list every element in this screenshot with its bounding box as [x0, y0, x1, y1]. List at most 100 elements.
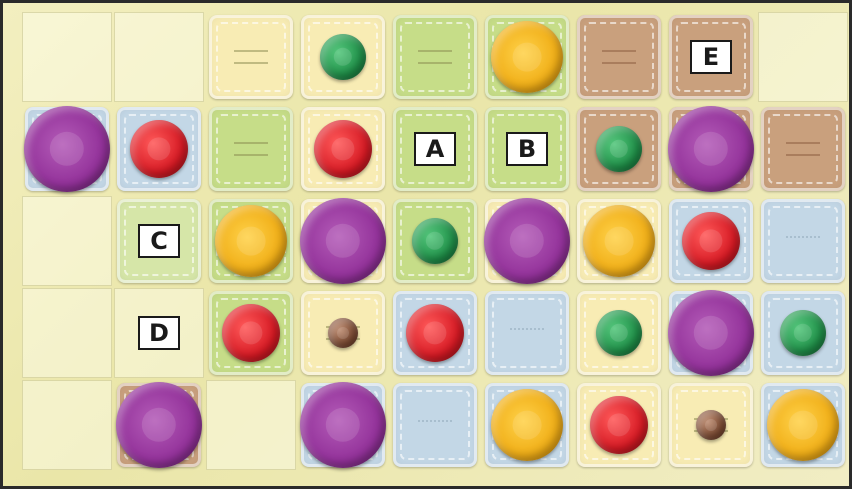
board-cell[interactable] [297, 195, 389, 287]
board-cell[interactable]: C [113, 195, 205, 287]
purple-token[interactable] [116, 382, 202, 468]
board-cell[interactable] [205, 103, 297, 195]
board-cell[interactable] [665, 379, 757, 471]
board-cell[interactable] [757, 11, 849, 103]
board-cell[interactable] [757, 103, 849, 195]
board-cell[interactable] [113, 11, 205, 103]
board-cell[interactable] [573, 195, 665, 287]
board-cell[interactable] [481, 379, 573, 471]
board-cell[interactable] [757, 287, 849, 379]
blue-tile [485, 291, 569, 375]
board-row: E [21, 11, 852, 103]
board-cell[interactable] [21, 287, 113, 379]
board-cell[interactable] [389, 195, 481, 287]
board-cell[interactable] [481, 11, 573, 103]
blue-tile [393, 383, 477, 467]
green-token[interactable] [596, 310, 642, 356]
brown-token[interactable] [328, 318, 358, 348]
brown-tile [577, 15, 661, 99]
position-label: B [506, 132, 548, 166]
tile-pattern-icon [418, 50, 452, 64]
board-cell[interactable] [297, 287, 389, 379]
position-label: A [414, 132, 456, 166]
tile-pattern-icon [602, 50, 636, 64]
purple-token[interactable] [300, 198, 386, 284]
yellow-token[interactable] [583, 205, 655, 277]
board-row: C [21, 195, 852, 287]
board-cell[interactable] [573, 379, 665, 471]
empty-space [114, 12, 204, 102]
red-token[interactable] [590, 396, 648, 454]
red-token[interactable] [682, 212, 740, 270]
empty-space [22, 380, 112, 470]
empty-space [22, 196, 112, 286]
board-cell[interactable]: B [481, 103, 573, 195]
red-token[interactable] [130, 120, 188, 178]
purple-token[interactable] [484, 198, 570, 284]
red-token[interactable] [406, 304, 464, 362]
board-cell[interactable] [481, 287, 573, 379]
tile-pattern-icon [510, 328, 544, 338]
purple-token[interactable] [668, 290, 754, 376]
board-cell[interactable] [205, 287, 297, 379]
board-cell[interactable] [297, 103, 389, 195]
tile-pattern-icon [786, 142, 820, 156]
purple-token[interactable] [300, 382, 386, 468]
green-token[interactable] [596, 126, 642, 172]
yellow-token[interactable] [767, 389, 839, 461]
board-cell[interactable] [205, 11, 297, 103]
empty-space [206, 380, 296, 470]
yellow-token[interactable] [491, 389, 563, 461]
board-cell[interactable] [665, 195, 757, 287]
board-cell[interactable] [573, 287, 665, 379]
board-cell[interactable] [481, 195, 573, 287]
green-token[interactable] [412, 218, 458, 264]
board-cell[interactable] [21, 195, 113, 287]
board-cell[interactable] [757, 195, 849, 287]
board-cell[interactable]: D [113, 287, 205, 379]
board-cell[interactable] [297, 379, 389, 471]
green-token[interactable] [320, 34, 366, 80]
board-cell[interactable] [297, 11, 389, 103]
position-label: E [690, 40, 732, 74]
yellow-token[interactable] [491, 21, 563, 93]
red-token[interactable] [222, 304, 280, 362]
tile-pattern-icon [786, 236, 820, 246]
board-cell[interactable] [21, 11, 113, 103]
board-row: D [21, 287, 852, 379]
tile-pattern-icon [234, 142, 268, 156]
purple-token[interactable] [24, 106, 110, 192]
board-cell[interactable]: A [389, 103, 481, 195]
tile-pattern-icon [234, 50, 268, 64]
green-token[interactable] [780, 310, 826, 356]
cream-tile [209, 15, 293, 99]
green-tile [393, 15, 477, 99]
empty-space [22, 288, 112, 378]
purple-token[interactable] [668, 106, 754, 192]
tile-pattern-icon [418, 420, 452, 430]
blue-tile [761, 199, 845, 283]
board-cell[interactable] [389, 379, 481, 471]
brown-tile [761, 107, 845, 191]
board-cell[interactable] [665, 103, 757, 195]
green-tile [209, 107, 293, 191]
board-cell[interactable] [573, 11, 665, 103]
board-cell[interactable] [389, 287, 481, 379]
board-cell[interactable] [205, 195, 297, 287]
board-cell[interactable] [205, 379, 297, 471]
brown-token[interactable] [696, 410, 726, 440]
board-cell[interactable] [21, 379, 113, 471]
empty-space [758, 12, 848, 102]
board-cell[interactable]: E [665, 11, 757, 103]
board-cell[interactable] [573, 103, 665, 195]
board-cell[interactable] [665, 287, 757, 379]
board-cell[interactable] [21, 103, 113, 195]
board-cell[interactable] [757, 379, 849, 471]
red-token[interactable] [314, 120, 372, 178]
board-cell[interactable] [113, 379, 205, 471]
board-cell[interactable] [113, 103, 205, 195]
yellow-token[interactable] [215, 205, 287, 277]
board-cell[interactable] [389, 11, 481, 103]
